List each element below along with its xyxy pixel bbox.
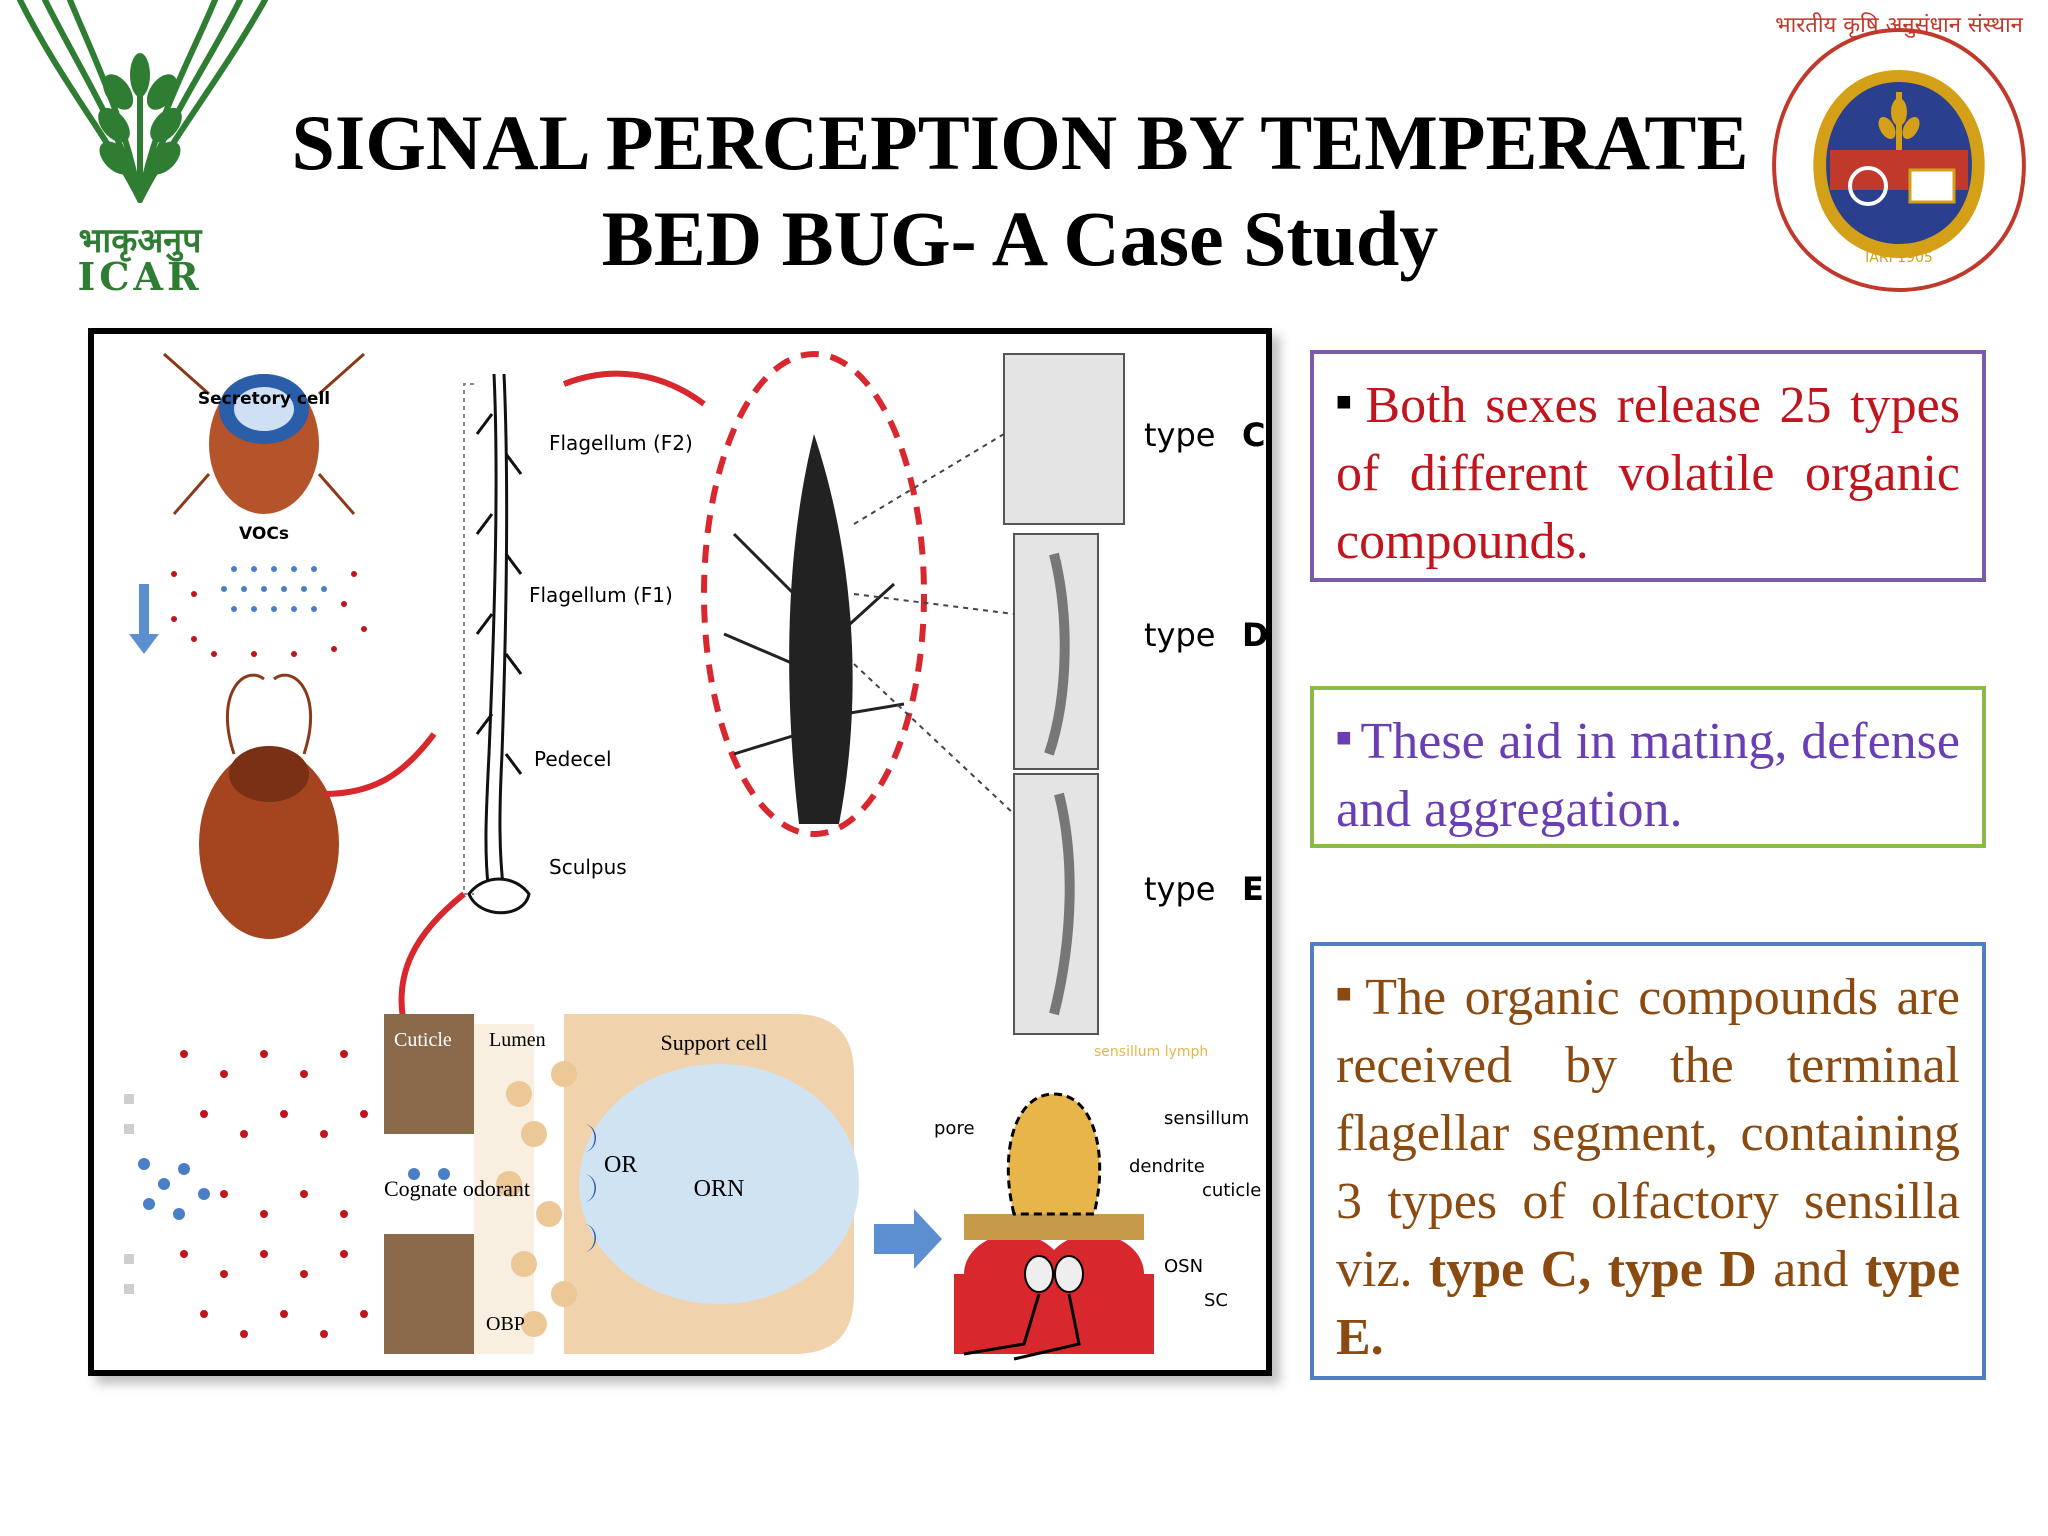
info-box-functions: ■These aid in mating, defense and aggreg… [1310, 686, 1986, 848]
sensillum-type-c-image [1003, 353, 1125, 525]
label-sensillum: sensillum [1164, 1108, 1249, 1129]
flagellum-zoom [789, 434, 853, 824]
bedbug-top-illustration [163, 352, 365, 515]
bullet-icon: ■ [1336, 723, 1353, 752]
label-cognate-odorant: Cognate odorant [384, 1176, 530, 1201]
label-secretory-cell: Secretory cell [198, 389, 330, 409]
label-dendrite: dendrite [1129, 1156, 1205, 1177]
cross-section-diagram [384, 1014, 859, 1354]
label-type-e-letter: E [1242, 870, 1264, 908]
label-sculpus: Sculpus [549, 855, 627, 879]
info-box-3-type-d: type D [1607, 1241, 1757, 1298]
icar-logo-text: ICAR [77, 254, 202, 299]
label-type-c: type [1144, 416, 1215, 454]
label-cuticle: Cuticle [394, 1029, 452, 1051]
info-box-3-text: The organic compounds are received by th… [1336, 969, 1960, 1298]
label-support-cell: Support cell [661, 1030, 768, 1055]
info-box-3-and: and [1773, 1241, 1849, 1298]
label-flagellum-f1: Flagellum (F1) [529, 583, 673, 607]
label-orn: ORN [694, 1176, 745, 1202]
slide-title-line1: SIGNAL PERCEPTION BY TEMPERATE [291, 99, 1749, 186]
bedbug-bottom-illustration [199, 749, 339, 939]
label-or: OR [604, 1152, 637, 1178]
info-box-sensilla-types: ■The organic compounds are received by t… [1310, 942, 1986, 1380]
figure-panel: Secretory cell VOCs Flagellum (F2) [88, 328, 1272, 1376]
label-lumen: Lumen [489, 1029, 546, 1051]
icar-logo: भाकृअनुप ICAR [0, 0, 280, 300]
label-flagellum-f2: Flagellum (F2) [549, 431, 693, 455]
label-pore: pore [934, 1118, 975, 1139]
voc-dots-red [171, 571, 367, 657]
iari-logo-year: IARI 1905 [1865, 250, 1933, 266]
label-cuticle-small: cuticle [1202, 1180, 1261, 1201]
label-type-d-letter: D [1242, 616, 1266, 654]
info-box-2-text: These aid in mating, defense and aggrega… [1336, 713, 1960, 838]
sensillum-diagram [954, 1092, 1154, 1361]
label-sensillum-lymph: sensillum lymph [1094, 1044, 1208, 1060]
voc-dots [221, 566, 327, 612]
info-box-1-text: Both sexes release 25 types of different… [1336, 377, 1960, 570]
odorant-dots [124, 1050, 450, 1338]
label-type-c-letter: C [1242, 416, 1265, 454]
label-obp: OBP [486, 1313, 525, 1335]
label-sc: SC [1204, 1290, 1228, 1311]
bullet-icon: ■ [1336, 387, 1358, 416]
info-box-volatile-compounds: ■Both sexes release 25 types of differen… [1310, 350, 1986, 582]
zoom-ellipse [701, 351, 927, 837]
bullet-icon: ■ [1336, 979, 1358, 1008]
label-pedecel: Pedecel [534, 747, 612, 771]
down-arrow [129, 584, 159, 654]
slide-title: SIGNAL PERCEPTION BY TEMPERATE BED BUG- … [240, 95, 1800, 287]
info-box-3-type-e: type E. [1336, 1241, 1961, 1366]
iari-logo: भारतीय कृषि अनुसंधान संस्थान IARI 1905 [1750, 0, 2048, 300]
iari-logo-ring-text: भारतीय कृषि अनुसंधान संस्थान [1775, 12, 2024, 38]
antenna-illustration [467, 373, 531, 915]
label-osn: OSN [1164, 1256, 1203, 1277]
label-vocs: VOCs [239, 524, 289, 544]
icar-logo-hindi: भाकृअनुप [79, 221, 204, 262]
info-box-3-type-c: type C, [1428, 1241, 1592, 1298]
slide-title-line2: BED BUG- A Case Study [601, 195, 1439, 282]
label-type-e: type [1144, 870, 1215, 908]
label-type-d: type [1144, 616, 1215, 654]
right-arrow [874, 1209, 942, 1269]
